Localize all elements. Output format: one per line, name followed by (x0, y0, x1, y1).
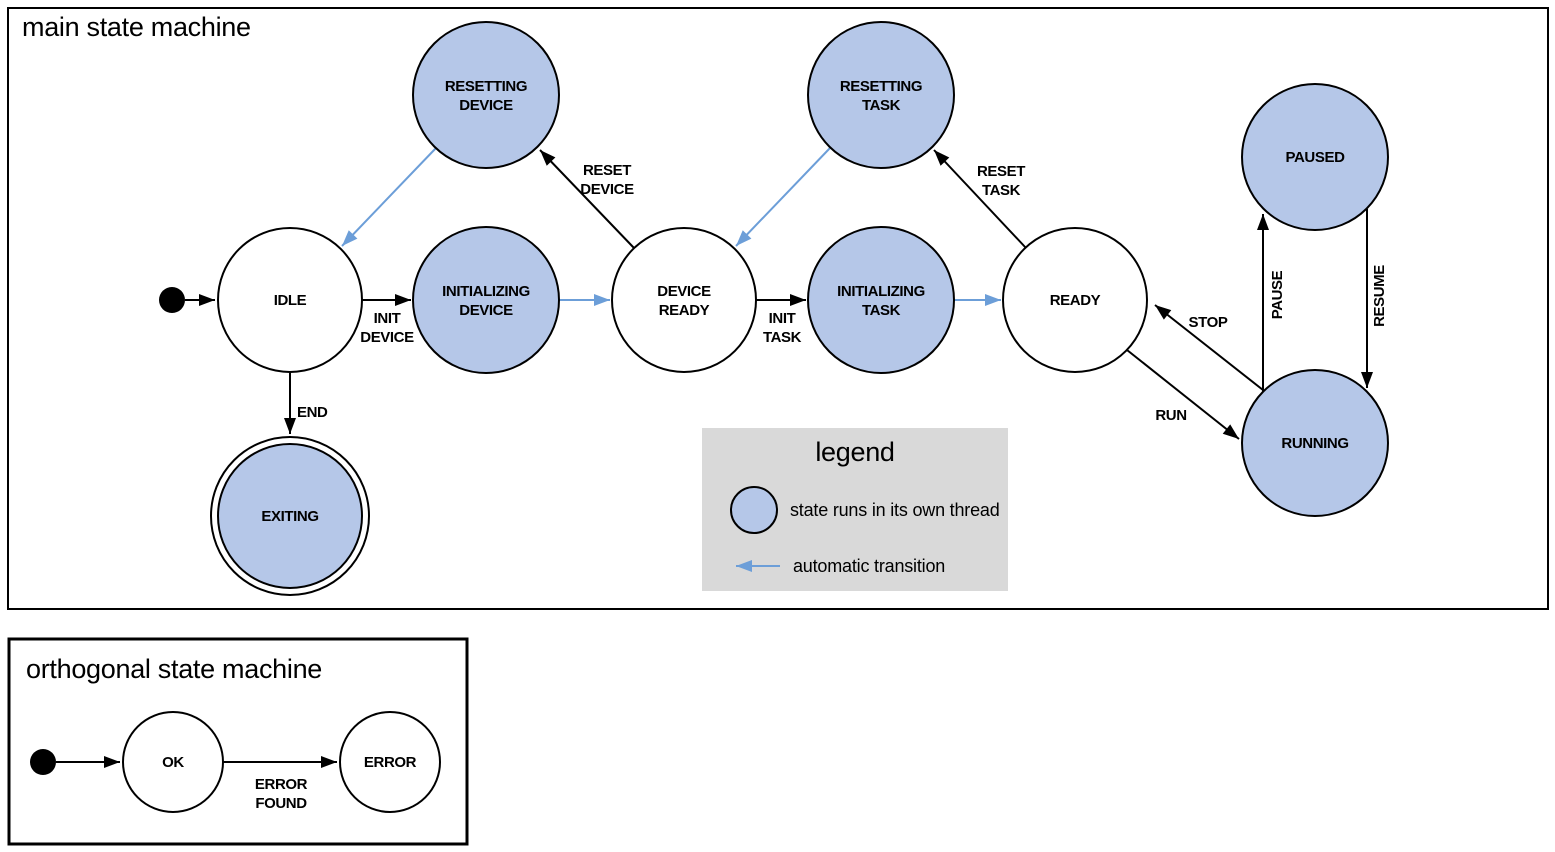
transition-label-reset-task-line2: TASK (982, 182, 1021, 199)
main-machine-title: main state machine (22, 12, 251, 42)
state-ready-label: READY (1050, 292, 1101, 309)
state-ready (1002, 227, 1148, 373)
transition-label-end: END (297, 404, 328, 421)
state-idle (217, 227, 363, 373)
state-resetting-task-label-line1: RESETTING (840, 78, 922, 95)
transition-label-error-found-line2: FOUND (255, 795, 307, 812)
state-error (339, 711, 441, 813)
transition-label-init-device-line2: DEVICE (360, 329, 414, 346)
state-running-label: RUNNING (1281, 435, 1348, 452)
transition-label-init-device-line1: INIT (374, 310, 401, 327)
transition-ready-to-running (1126, 349, 1240, 440)
state-resetting-task (807, 21, 955, 169)
transition-label-error-found-line1: ERROR (255, 776, 308, 793)
state-initializing-task-label-line1: INITIALIZING (837, 283, 925, 300)
state-resetting-device-label-line2: DEVICE (459, 97, 513, 114)
state-error-label: ERROR (364, 754, 417, 771)
orthogonal-initial-state-dot (30, 749, 56, 775)
state-exiting-label: EXITING (261, 508, 318, 525)
state-initializing-task (807, 226, 955, 374)
transition-label-reset-device-line1: RESET (583, 162, 631, 179)
auto-transition-resetting-task-to-device-ready (735, 147, 831, 247)
legend-auto-transition-text: automatic transition (793, 556, 945, 576)
state-resetting-device-label-line1: RESETTING (445, 78, 527, 95)
state-initializing-device-label-line1: INITIALIZING (442, 283, 530, 300)
orthogonal-machine-title: orthogonal state machine (26, 654, 322, 684)
state-paused (1241, 83, 1389, 231)
main-initial-state-dot (159, 287, 185, 313)
transition-ready-to-resetting-task (933, 149, 1027, 249)
state-running (1241, 369, 1389, 517)
transition-label-resume: RESUME (1371, 265, 1388, 327)
state-ok (122, 711, 224, 813)
state-resetting-task-label-line2: TASK (862, 97, 901, 114)
transition-running-to-ready (1154, 304, 1264, 391)
state-resetting-device (412, 21, 560, 169)
legend-threaded-state-icon (730, 486, 778, 534)
transition-label-init-task-line2: TASK (763, 329, 802, 346)
state-idle-label: IDLE (274, 292, 307, 309)
transition-label-reset-device-line2: DEVICE (580, 181, 634, 198)
transition-label-init-task-line1: INIT (769, 310, 796, 327)
state-paused-label: PAUSED (1286, 149, 1346, 166)
state-initializing-device (412, 226, 560, 374)
transition-label-reset-task-line1: RESET (977, 163, 1025, 180)
state-exiting (217, 443, 363, 589)
transition-label-run: RUN (1155, 407, 1186, 424)
transition-device-ready-to-resetting-device (539, 149, 635, 249)
legend-threaded-state-text: state runs in its own thread (790, 500, 1000, 520)
state-device-ready (611, 227, 757, 373)
state-ok-label: OK (162, 754, 184, 771)
legend-title: legend (815, 437, 894, 467)
state-initializing-device-label-line2: DEVICE (459, 302, 513, 319)
state-device-ready-label-line1: DEVICE (657, 283, 711, 300)
transition-label-stop: STOP (1189, 314, 1228, 331)
state-initializing-task-label-line2: TASK (862, 302, 901, 319)
transition-label-pause: PAUSE (1269, 270, 1286, 319)
state-device-ready-label-line2: READY (659, 302, 710, 319)
auto-transition-resetting-device-to-idle (341, 147, 437, 247)
